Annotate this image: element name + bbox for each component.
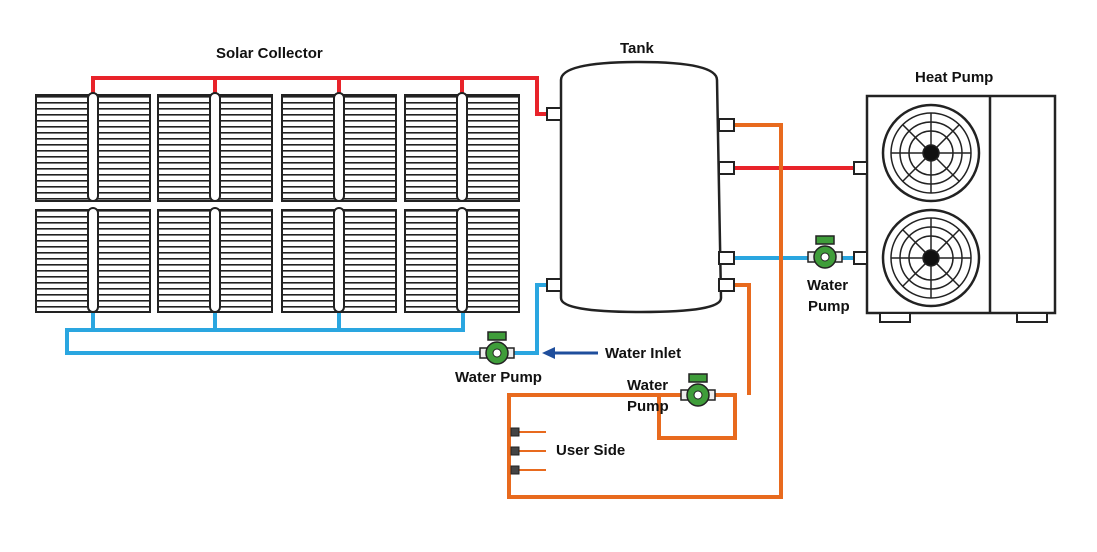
- user-side-taps: [510, 427, 546, 475]
- user-side-label: User Side: [556, 442, 626, 459]
- collector-panel: [157, 207, 273, 313]
- water-pump-icon: [479, 331, 515, 365]
- collector-panel: [35, 92, 151, 202]
- heat-pump: [853, 94, 1057, 323]
- water-pump-label-line2: Pump: [627, 398, 669, 415]
- user-loop-line: [507, 123, 783, 499]
- water-pump-icon: [807, 235, 843, 269]
- water-pump-label-line2: Pump: [808, 298, 850, 315]
- water-pump-label-line1: Water: [807, 277, 849, 294]
- water-pump-label-main: Water Pump: [455, 369, 542, 386]
- tank-ports: [546, 107, 735, 292]
- water-pump-label-line1: Water: [627, 377, 669, 394]
- collector-panel: [404, 207, 520, 313]
- fan-icon: [881, 103, 981, 203]
- cold-line-collector: [65, 283, 548, 355]
- heat-pump-label: Heat Pump: [915, 69, 994, 86]
- collector-panel: [157, 92, 273, 202]
- collector-panel: [281, 207, 397, 313]
- hot-line-collector: [91, 76, 548, 116]
- collector-panel: [281, 92, 397, 202]
- solar-collector-label: Solar Collector: [216, 45, 323, 62]
- collector-panel: [35, 207, 151, 313]
- heat-pump-ports: [853, 161, 868, 265]
- tank-label: Tank: [620, 40, 654, 57]
- water-inlet-label: Water Inlet: [605, 345, 682, 362]
- water-pump-icon: [680, 373, 716, 407]
- collector-panel: [404, 92, 520, 202]
- tank: [546, 60, 735, 314]
- fan-icon: [881, 208, 981, 308]
- water-inlet-arrow: [542, 347, 598, 359]
- solar-collector-array: [35, 92, 520, 313]
